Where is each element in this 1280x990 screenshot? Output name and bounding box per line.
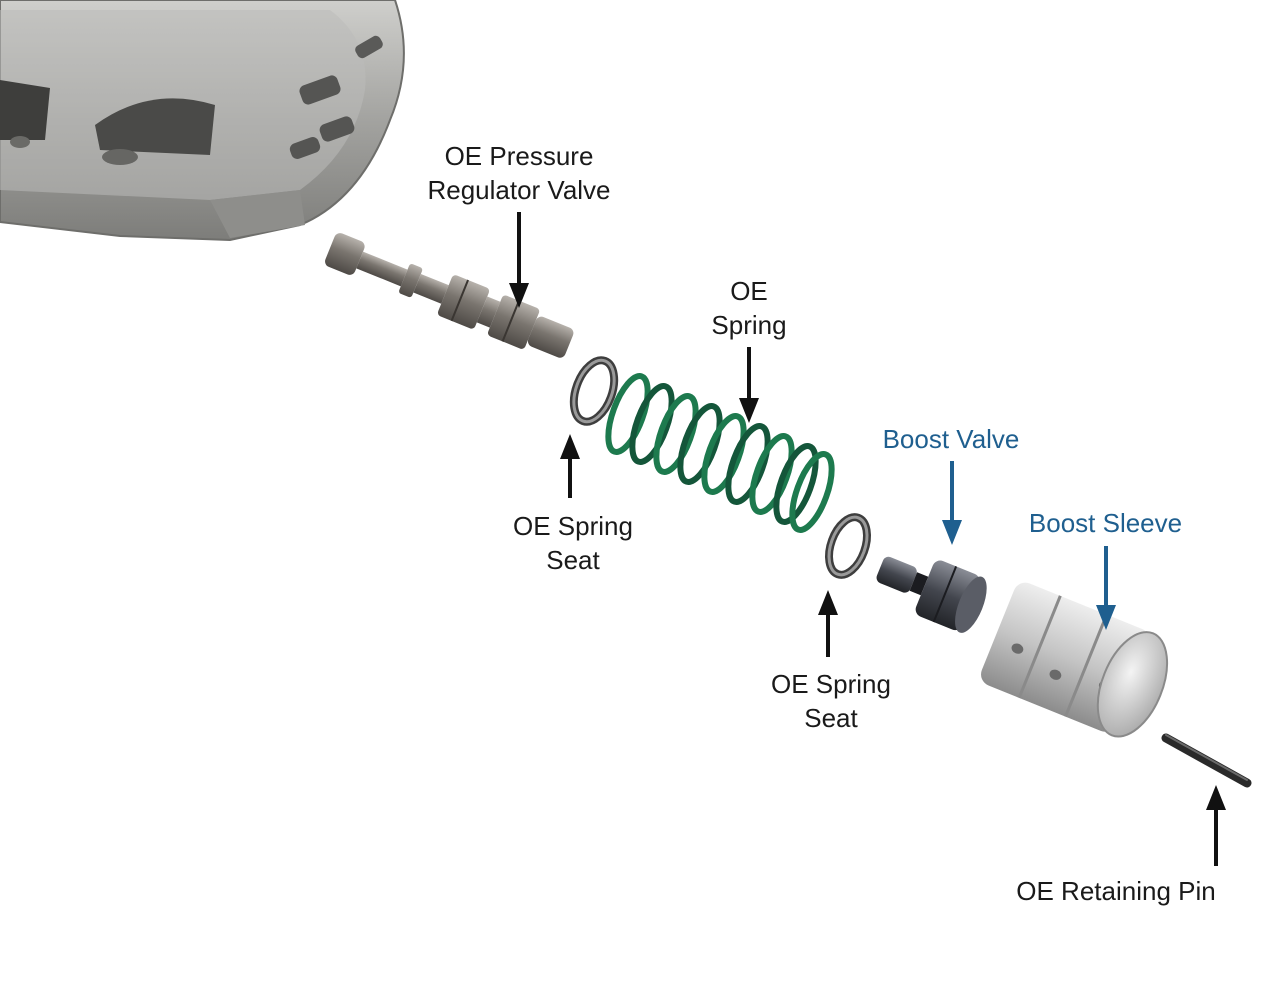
spring-seat-right-part: [825, 513, 871, 579]
label-spring-seat-right-line1: OE Spring: [771, 669, 891, 699]
label-boost-valve-text: Boost Valve: [882, 424, 1020, 454]
arrow-oe-spring: [739, 347, 759, 423]
label-boost-valve: Boost Valve: [861, 422, 1041, 456]
boost-sleeve-part: [981, 582, 1169, 738]
pump-body: [0, 0, 405, 242]
label-spring-seat-right-line2: Seat: [804, 703, 858, 733]
label-retaining-pin-text: OE Retaining Pin: [1016, 876, 1216, 906]
label-spring-seat-right: OE Spring Seat: [746, 667, 916, 735]
label-boost-sleeve: Boost Sleeve: [1008, 506, 1203, 540]
arrow-retaining-pin: [1206, 785, 1226, 866]
arrows: [509, 212, 1226, 866]
arrow-boost-sleeve: [1096, 546, 1116, 630]
label-oe-spring: OE Spring: [689, 274, 809, 342]
spring-seat-left-part: [569, 356, 619, 426]
label-spring-seat-left-line1: OE Spring: [513, 511, 633, 541]
label-oe-spring-line2: Spring: [711, 310, 787, 340]
label-spring-seat-left: OE Spring Seat: [488, 509, 658, 577]
arrow-pressure-regulator-valve: [509, 212, 529, 308]
label-boost-sleeve-text: Boost Sleeve: [1028, 508, 1183, 538]
label-pressure-regulator-valve-line1: OE Pressure: [444, 141, 594, 171]
label-oe-spring-line1: OE: [730, 276, 768, 306]
arrow-boost-valve: [942, 461, 962, 545]
arrow-spring-seat-left: [560, 434, 580, 498]
label-pressure-regulator-valve-line2: Regulator Valve: [427, 175, 611, 205]
retaining-pin-part: [1161, 733, 1252, 788]
label-retaining-pin: OE Retaining Pin: [996, 874, 1236, 908]
label-spring-seat-left-line2: Seat: [546, 545, 600, 575]
boost-valve-part: [876, 556, 987, 633]
oe-spring-part: [605, 373, 835, 533]
label-pressure-regulator-valve: OE Pressure Regulator Valve: [405, 139, 633, 207]
arrow-spring-seat-right: [818, 590, 838, 657]
pressure-regulator-valve-part: [325, 233, 574, 358]
